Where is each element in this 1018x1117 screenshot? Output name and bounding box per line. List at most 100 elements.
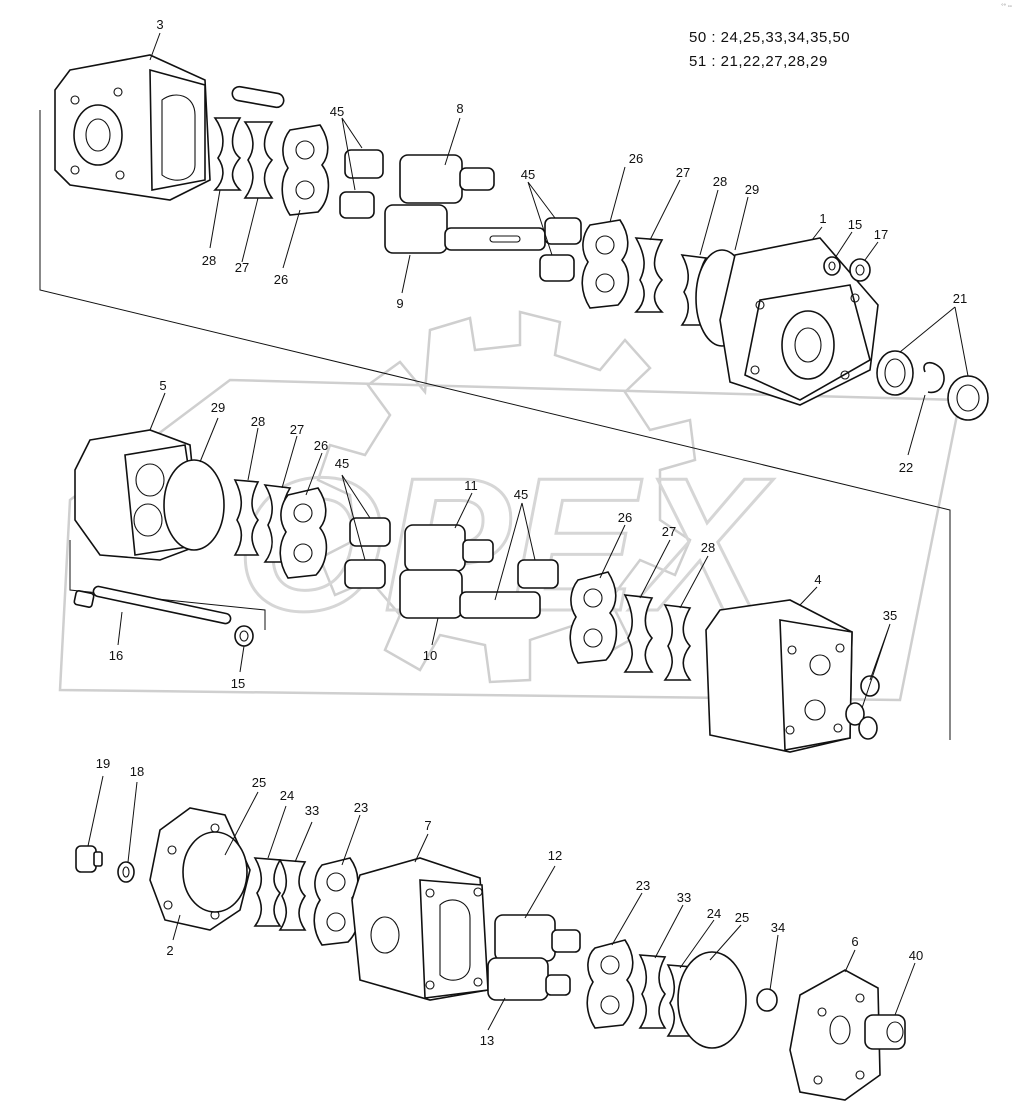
bushings-45-top-right bbox=[539, 217, 582, 282]
fitting-40 bbox=[864, 1014, 906, 1050]
callout-25-b: 25 bbox=[735, 910, 749, 925]
callout-35-a: 35 bbox=[883, 608, 897, 623]
bushing-plate-26-top-right bbox=[581, 219, 630, 309]
callout-45-c: 45 bbox=[335, 456, 349, 471]
o-ring-25-left bbox=[182, 831, 248, 913]
callout-7: 7 bbox=[424, 818, 431, 833]
bushing-plate-26-mid bbox=[279, 487, 328, 579]
washer-21-b bbox=[947, 375, 989, 421]
callout-27-d: 27 bbox=[662, 524, 676, 539]
drive-gear-8 bbox=[399, 154, 495, 204]
bushings-45-mid-right bbox=[517, 559, 559, 589]
corner-mark: °° ▫▫ bbox=[1001, 4, 1012, 10]
o-ring-34 bbox=[756, 988, 778, 1012]
o-rings-35 bbox=[845, 675, 880, 740]
callout-45-d: 45 bbox=[514, 487, 528, 502]
gear-12 bbox=[494, 914, 581, 962]
seal-27-top bbox=[243, 121, 274, 199]
callout-18: 18 bbox=[130, 764, 144, 779]
callout-29-b: 29 bbox=[211, 400, 225, 415]
o-ring-25-right bbox=[677, 951, 747, 1049]
bushing-plate-26-mid-right bbox=[569, 571, 618, 664]
callout-27-c: 27 bbox=[290, 422, 304, 437]
callout-15-a: 15 bbox=[848, 217, 862, 232]
bushings-45-top bbox=[339, 149, 384, 219]
callout-34: 34 bbox=[771, 920, 785, 935]
callout-24-b: 24 bbox=[707, 906, 721, 921]
bushing-plate-23-right bbox=[586, 939, 635, 1029]
seal-28-top bbox=[213, 117, 242, 191]
front-housing-part-1 bbox=[719, 237, 879, 406]
callout-9: 9 bbox=[396, 296, 403, 311]
callout-28-b: 28 bbox=[202, 253, 216, 268]
callout-17: 17 bbox=[874, 227, 888, 242]
body-housing-part-4 bbox=[705, 599, 853, 753]
bushings-45-mid bbox=[344, 517, 391, 589]
assembly-frame-lines bbox=[39, 110, 951, 740]
callout-25-a: 25 bbox=[252, 775, 266, 790]
callout-29-a: 29 bbox=[745, 182, 759, 197]
callout-45-a: 45 bbox=[330, 104, 344, 119]
callout-2: 2 bbox=[166, 943, 173, 958]
callout-5: 5 bbox=[159, 378, 166, 393]
callout-labels: 3 45 8 26 27 28 29 1 15 17 28 27 26 9 45… bbox=[96, 17, 967, 1048]
callout-10: 10 bbox=[423, 648, 437, 663]
shaft-gear-9 bbox=[384, 204, 546, 254]
callout-27-b: 27 bbox=[235, 260, 249, 275]
callout-12: 12 bbox=[548, 848, 562, 863]
washer-15-top bbox=[823, 256, 841, 276]
nut-17-top bbox=[849, 258, 871, 282]
callout-1: 1 bbox=[819, 211, 826, 226]
callout-8: 8 bbox=[456, 101, 463, 116]
seal-28-mid-right bbox=[663, 604, 692, 681]
callout-23-a: 23 bbox=[354, 800, 368, 815]
callout-45-b: 45 bbox=[521, 167, 535, 182]
callout-26-b: 26 bbox=[274, 272, 288, 287]
callout-3: 3 bbox=[156, 17, 163, 32]
callout-28-d: 28 bbox=[701, 540, 715, 555]
kit-list-line-50: 50 : 24,25,33,34,35,50 bbox=[689, 29, 851, 46]
callout-22: 22 bbox=[899, 460, 913, 475]
callout-26-c: 26 bbox=[314, 438, 328, 453]
callout-26-a: 26 bbox=[629, 151, 643, 166]
tie-bolt-16 bbox=[73, 585, 232, 625]
callout-40: 40 bbox=[909, 948, 923, 963]
kit-list-line-51: 51 : 21,22,27,28,29 bbox=[689, 53, 828, 70]
callout-6: 6 bbox=[851, 934, 858, 949]
callout-4: 4 bbox=[814, 572, 821, 587]
washer-15-mid bbox=[234, 625, 254, 647]
o-ring-29-mid bbox=[163, 459, 225, 551]
seal-28-mid bbox=[233, 479, 260, 556]
seal-33-left bbox=[278, 859, 307, 931]
seal-24-left bbox=[253, 857, 282, 927]
callout-13: 13 bbox=[480, 1033, 494, 1048]
front-cover-part-6 bbox=[789, 969, 881, 1101]
center-housing-part-7 bbox=[351, 857, 489, 1001]
rear-housing-part-3 bbox=[54, 54, 211, 201]
callout-24-a: 24 bbox=[280, 788, 294, 803]
callout-27-a: 27 bbox=[676, 165, 690, 180]
callout-11: 11 bbox=[464, 478, 478, 493]
callout-leader-lines bbox=[87, 32, 969, 1031]
washer-21-a bbox=[876, 350, 914, 396]
callout-21: 21 bbox=[953, 291, 967, 306]
washer-18 bbox=[117, 861, 135, 883]
callout-23-b: 23 bbox=[636, 878, 650, 893]
shaft-gear-10 bbox=[399, 569, 541, 619]
callout-33-a: 33 bbox=[305, 803, 319, 818]
seal-33-right bbox=[638, 954, 667, 1029]
callout-26-d: 26 bbox=[618, 510, 632, 525]
seal-27-mid-right bbox=[623, 594, 654, 673]
callout-16: 16 bbox=[109, 648, 123, 663]
circlip-22 bbox=[923, 361, 945, 394]
callout-19: 19 bbox=[96, 756, 110, 771]
callout-28-a: 28 bbox=[713, 174, 727, 189]
bushing-plate-26-top bbox=[281, 124, 330, 216]
gear-11 bbox=[404, 524, 494, 572]
callout-33-b: 33 bbox=[677, 890, 691, 905]
dowel-pin bbox=[231, 85, 285, 109]
callout-28-c: 28 bbox=[251, 414, 265, 429]
callout-15-b: 15 bbox=[231, 676, 245, 691]
